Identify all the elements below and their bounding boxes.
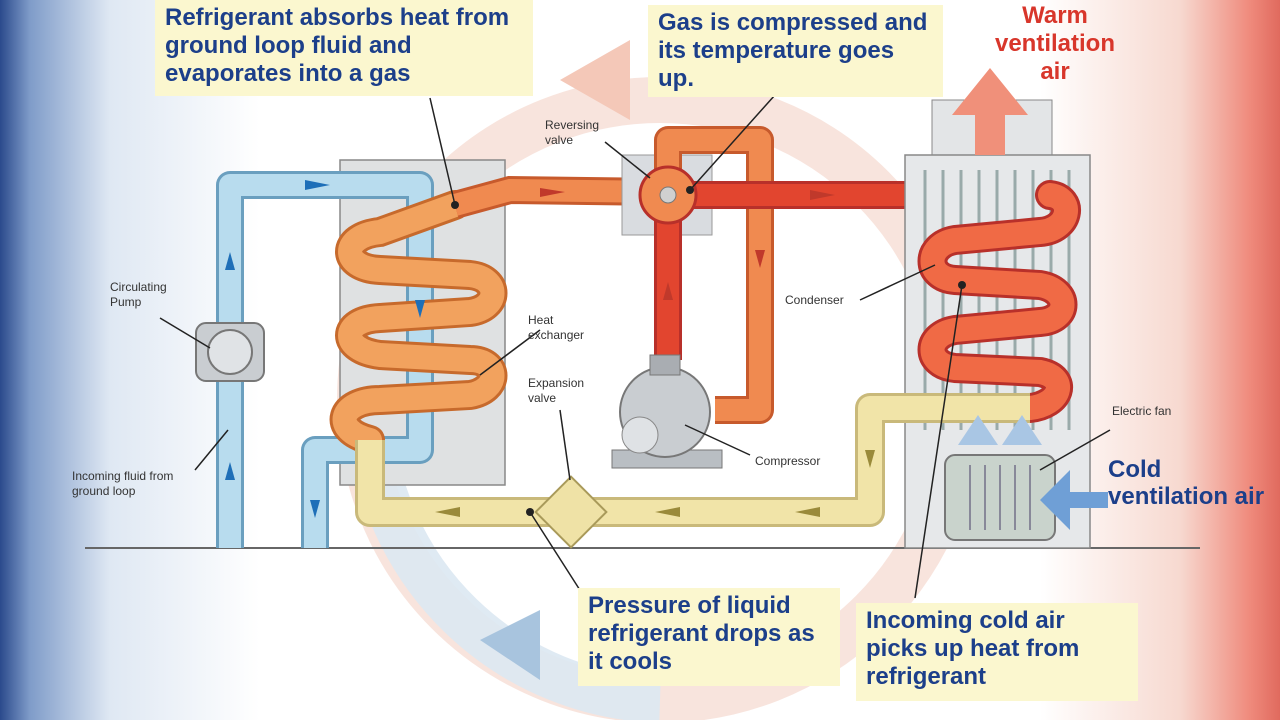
label-heat-exchanger: Heat exchanger [528,313,585,342]
cold-air-arrow [1040,470,1108,530]
compressor-return-pipe [657,129,771,421]
cycle-arrow-top [560,40,630,120]
cold-air-up-arrow-2 [1002,415,1042,445]
electric-fan-blades [969,465,1031,530]
evaporator-coil [332,193,505,452]
expansion-valve [534,475,608,549]
callout-compress: Gas is compressed and its temperature go… [648,5,943,97]
cold-air-label: Cold ventilation air [1108,456,1265,510]
label-incoming-fluid: Incoming fluid from ground loop [72,469,174,498]
leader-dots [451,186,966,516]
cycle-arrow-bottom [480,610,540,680]
warm-air-arrow [952,68,1028,155]
compressor-motor [621,416,659,454]
compressor-top [649,354,681,376]
reversing-valve-hub [659,186,677,204]
label-circulating-pump: Circulating Pump [110,280,167,309]
label-expansion-valve: Expansion valve [528,376,585,405]
cold-air-up-arrow-1 [958,415,998,445]
label-reversing-valve: Reversing valve [545,118,600,147]
circulating-pump [207,329,253,375]
label-electric-fan: Electric fan [1112,404,1172,418]
blue-flow-arrows [225,180,425,518]
gas-pipe [452,178,661,216]
leader-lines [159,94,1111,599]
liquid-pipe [358,396,1030,524]
red-flow-arrows [540,188,835,300]
label-condenser: Condenser [785,293,844,307]
warm-air-label: Warm ventilation air [994,2,1115,85]
callout-cold-air: Incoming cold air picks up heat from ref… [856,603,1138,701]
callout-evaporate: Refrigerant absorbs heat from ground loo… [155,0,533,96]
yellow-flow-arrows [435,450,875,517]
callout-pressure: Pressure of liquid refrigerant drops as … [578,588,840,686]
condenser-coil [920,183,1078,420]
label-compressor: Compressor [755,454,821,468]
